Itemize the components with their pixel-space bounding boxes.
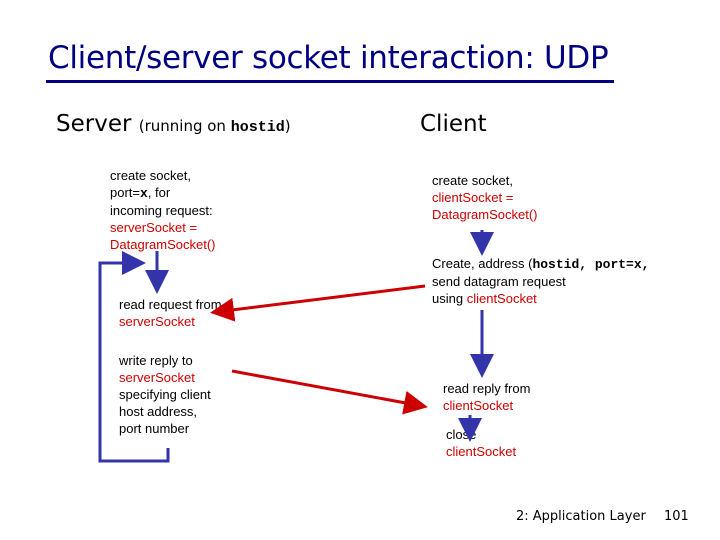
reply-arrow	[231, 369, 428, 415]
server-heading-label: Server	[56, 111, 132, 137]
page-number: 101	[664, 509, 689, 524]
client-create-socket-text: create socket, clientSocket = DatagramSo…	[432, 173, 538, 222]
server-read-request-text: read request from serverSocket	[119, 297, 222, 329]
server-loop-arrow	[98, 251, 170, 463]
request-arrow	[210, 284, 426, 322]
slide-title: Client/server socket interaction: UDP	[48, 40, 609, 76]
client-heading: Client	[420, 111, 487, 137]
client-send-request-text: Create, address (hostid, port=x, send da…	[432, 256, 650, 306]
footer-section: 2: Application Layer	[516, 509, 646, 524]
server-create-socket-text: create socket, port=x, for incoming requ…	[110, 168, 216, 252]
server-write-reply-text: write reply to serverSocket specifying c…	[119, 353, 211, 436]
server-heading-note: (running on hostid)	[138, 117, 291, 136]
server-heading: Server (running on hostid)	[56, 111, 291, 137]
client-read-reply-text: read reply from clientSocket	[443, 381, 531, 413]
title-underline	[46, 80, 614, 83]
